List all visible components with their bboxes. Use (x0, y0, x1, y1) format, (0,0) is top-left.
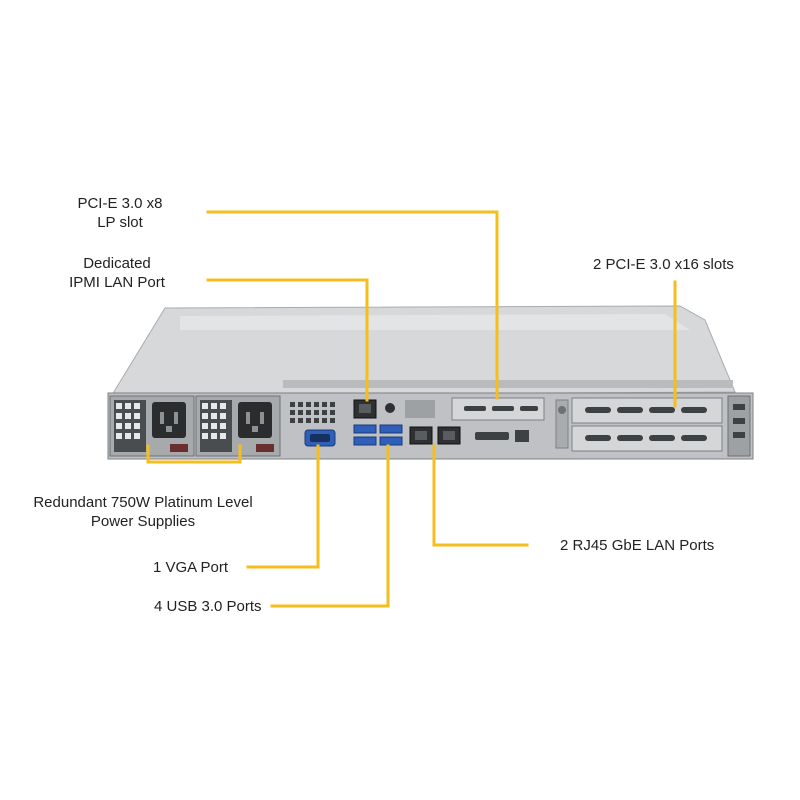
lp-slot-bracket (451, 397, 545, 421)
callout-pcie-x8-line1: PCI-E 3.0 x8 (77, 195, 163, 212)
pcie-x16-bracket-top (571, 397, 723, 424)
rj45-lan-ports (409, 426, 461, 445)
leader-lan (432, 444, 529, 547)
callout-ipmi-line1: Dedicated (83, 255, 151, 272)
callout-lan: 2 RJ45 GbE LAN Ports (560, 536, 714, 555)
latch-screw (558, 406, 566, 414)
callout-usb-text: 4 USB 3.0 Ports (154, 598, 262, 615)
vga-port (304, 429, 336, 447)
io-vent-grille (290, 402, 335, 423)
leader-psu (146, 444, 242, 464)
rack-ear (727, 395, 751, 457)
callout-ipmi-line2: IPMI LAN Port (69, 274, 165, 291)
pcie-x16-bracket-bottom (571, 425, 723, 452)
callout-vga-text: 1 VGA Port (153, 559, 229, 576)
ipmi-lan-port (353, 399, 377, 419)
callout-psu: Redundant 750W Platinum Level Power Supp… (14, 493, 272, 531)
callout-pcie-x8-line2: LP slot (97, 214, 143, 231)
psu-module-1 (109, 395, 195, 457)
lp-area-connectors (475, 430, 529, 442)
chassis-top-shade (180, 314, 690, 330)
uid-button (385, 403, 395, 413)
callout-usb: 4 USB 3.0 Ports (154, 597, 262, 616)
callout-pcie-x16-text: 2 PCI-E 3.0 x16 slots (593, 256, 734, 273)
chassis-rail (283, 380, 733, 388)
callout-pcie-x16: 2 PCI-E 3.0 x16 slots (593, 255, 734, 274)
psu-module-2 (195, 395, 281, 457)
leader-usb (270, 444, 390, 608)
callout-ipmi: Dedicated IPMI LAN Port (56, 254, 178, 292)
callout-psu-line2: Power Supplies (90, 513, 196, 530)
io-misc-block (405, 400, 435, 418)
callout-lan-text: 2 RJ45 GbE LAN Ports (560, 537, 715, 554)
callout-psu-line1: Redundant 750W Platinum Level (33, 494, 253, 511)
leader-ipmi (206, 278, 369, 402)
usb-ports (353, 424, 403, 446)
leader-pcie-x8 (206, 210, 499, 400)
callout-vga: 1 VGA Port (153, 558, 228, 577)
leader-lines (146, 210, 677, 608)
leader-vga (246, 444, 320, 569)
callout-pcie-x8: PCI-E 3.0 x8 LP slot (64, 194, 176, 232)
